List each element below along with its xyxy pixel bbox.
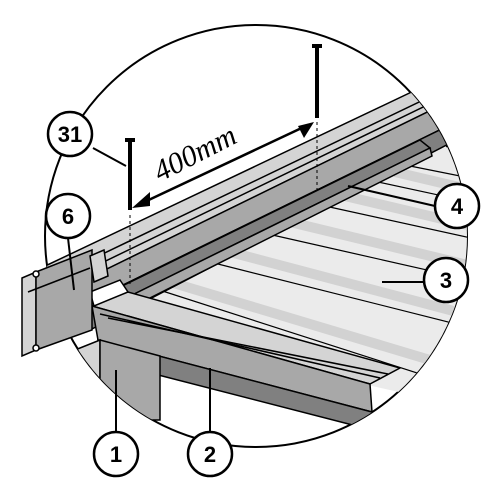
callout-31: 31	[46, 110, 127, 167]
front-rail	[89, 291, 403, 431]
callout-6: 6	[44, 192, 92, 291]
dimension-line	[132, 122, 314, 208]
panel-stripes	[168, 167, 467, 377]
callout-label: 1	[110, 442, 122, 467]
callout-2: 2	[186, 368, 234, 478]
callout-label: 3	[440, 268, 452, 293]
screw-right	[312, 44, 322, 192]
callout-3: 3	[382, 256, 470, 304]
screw-left	[125, 138, 135, 285]
callout-label: 4	[451, 194, 464, 219]
callout-label: 6	[62, 204, 74, 229]
bracket	[21, 248, 109, 358]
callout-label: 2	[204, 442, 216, 467]
callout-1: 1	[92, 370, 140, 478]
callout-label: 31	[58, 122, 82, 147]
detail-lens	[21, 24, 468, 448]
callout-4: 4	[347, 182, 481, 230]
